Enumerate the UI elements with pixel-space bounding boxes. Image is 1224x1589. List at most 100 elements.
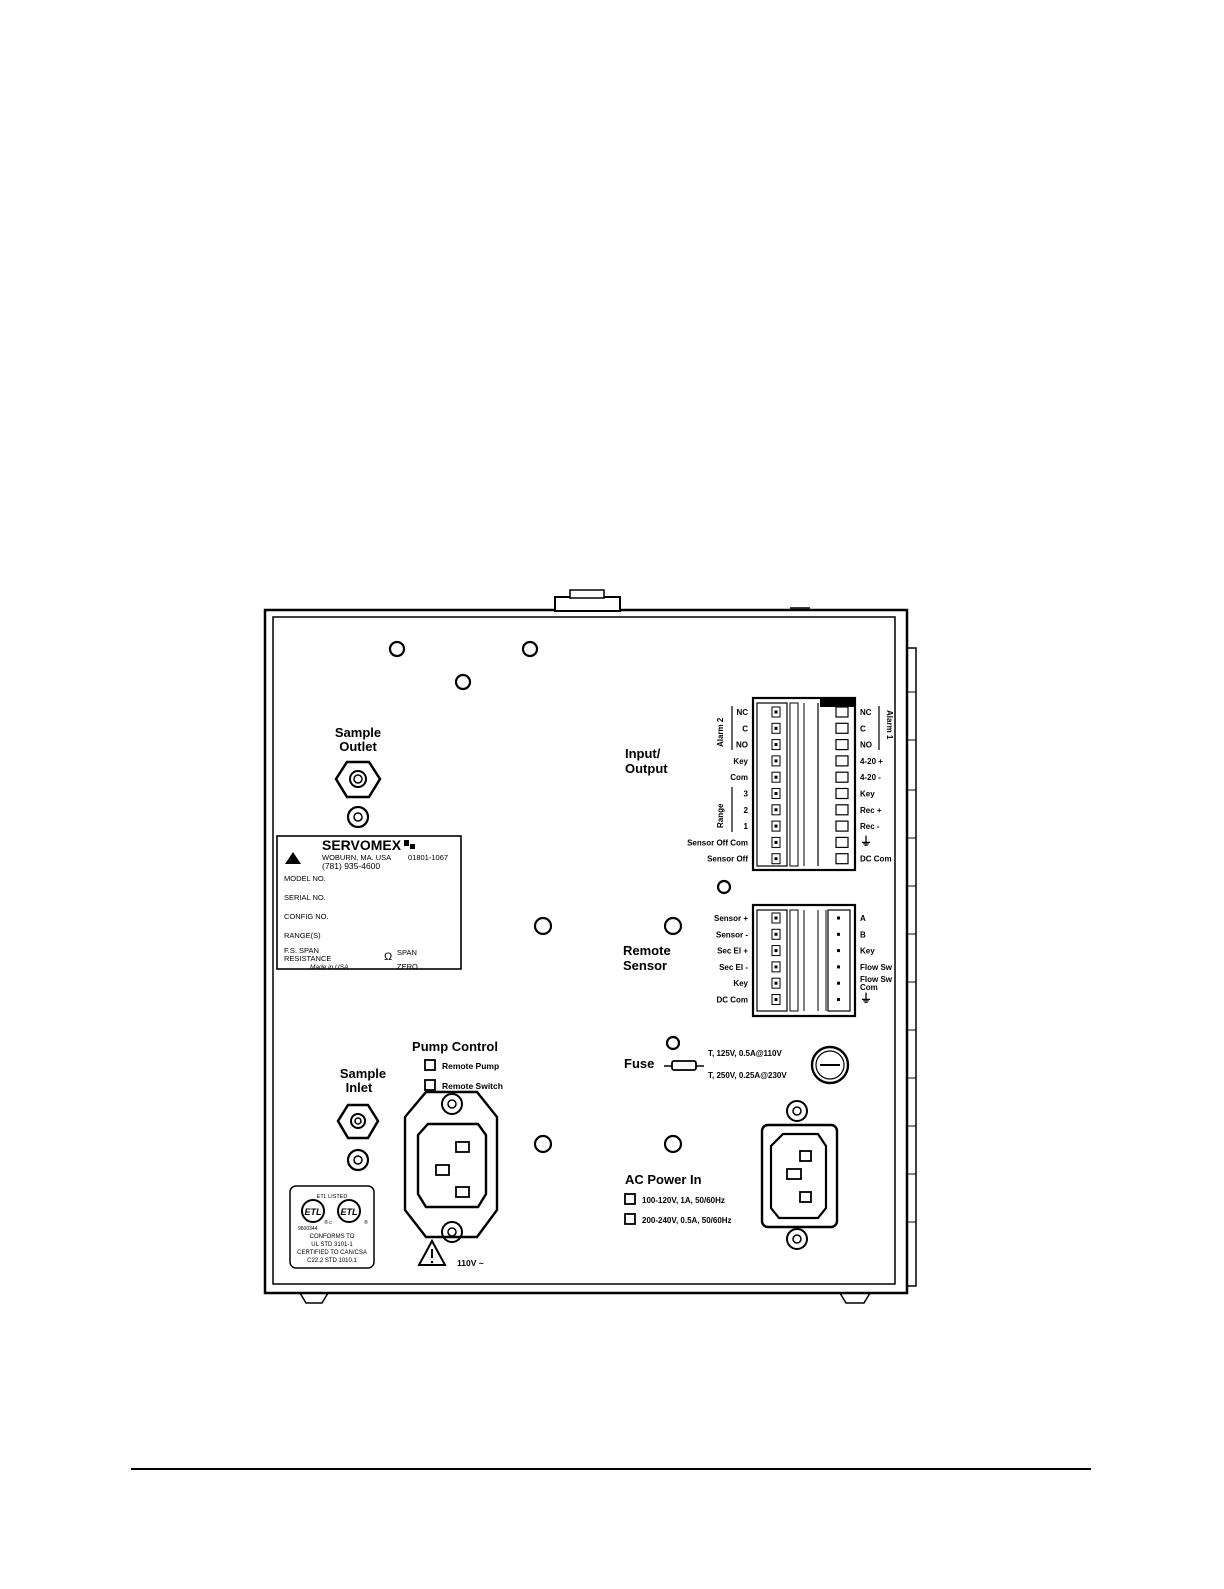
pump-control-label: Pump Control: [412, 1039, 498, 1054]
terminal-slot-icon: [835, 755, 849, 767]
terminal-label: 4-20 -: [860, 773, 881, 782]
alarm1-label: Alarm 1: [885, 710, 894, 740]
ground-icon: ⏚: [860, 834, 872, 848]
screw-hole-icon: [663, 916, 683, 936]
terminal-label: C: [742, 724, 748, 733]
fitting-port-icon: [349, 770, 367, 788]
screw-hole-icon: [665, 1035, 681, 1051]
ac-110-checkbox[interactable]: [624, 1193, 636, 1205]
svg-text:®: ®: [364, 1219, 368, 1226]
io-terminal-cells: [771, 706, 849, 865]
fs-span-label: F.S. SPAN: [284, 946, 319, 955]
etl-line: UL STD 3101-1: [311, 1242, 353, 1248]
terminal-screw-icon: [771, 722, 781, 734]
ac-power-label: AC Power In: [625, 1172, 702, 1187]
brand-name: SERVOMEX: [322, 837, 402, 853]
terminal-label: Rec +: [860, 806, 882, 815]
sample-outlet-label: Sample: [335, 725, 381, 740]
sensor-terminal-block[interactable]: [751, 903, 857, 1018]
terminal-pin-icon: [837, 949, 840, 953]
ac-power-inlet[interactable]: [760, 1100, 839, 1250]
screw-hole-icon: [533, 916, 553, 936]
mounting-holes: [388, 640, 732, 1154]
terminal-screw-icon: [771, 836, 781, 848]
fitting-port-icon: [350, 1113, 366, 1129]
screw-hole-icon: [663, 1134, 683, 1154]
ac-option-110: 100-120V, 1A, 50/60Hz: [642, 1196, 725, 1205]
fuse-rating-230: T, 250V, 0.25A@230V: [708, 1071, 787, 1080]
screw-hole-icon: [716, 879, 732, 895]
terminal-label: Sensor Off Com: [687, 838, 748, 847]
screw-hole-icon: [521, 640, 539, 658]
svg-text:ETL: ETL: [341, 1207, 358, 1217]
span-label: SPAN: [397, 948, 417, 957]
terminal-screw-icon: [771, 961, 781, 973]
terminal-screw-icon: [771, 820, 781, 832]
enclosure: [263, 589, 917, 1304]
ac-230-checkbox[interactable]: [624, 1213, 636, 1225]
terminal-label: Key: [733, 757, 748, 766]
terminal-label: Flow Sw: [860, 963, 893, 972]
remote-pump-checkbox[interactable]: [424, 1059, 436, 1071]
remote-sensor-label: Sensor: [623, 958, 667, 973]
etl-mark-icon: [337, 1199, 361, 1223]
terminal-label: C: [860, 724, 866, 733]
pump-power-outlet[interactable]: [403, 1090, 499, 1243]
terminal-slot-icon: [835, 853, 849, 865]
caution-icon: [417, 1238, 447, 1266]
fuse-rating-110: T, 125V, 0.5A@110V: [708, 1049, 782, 1058]
etl-mark-icon: [301, 1199, 325, 1223]
terminal-screw-icon: [771, 994, 781, 1005]
etl-certification-label: ETL LISTED ETL ETL ® c ® 9600344 CONFORM…: [289, 1185, 375, 1269]
terminal-label: NO: [736, 741, 748, 750]
terminal-slot-icon: [835, 820, 849, 832]
etl-line: CONFORMS TO: [310, 1234, 355, 1240]
sample-outlet-label: Outlet: [339, 739, 377, 754]
terminal-label: Sensor +: [714, 914, 748, 923]
nameplate-zip: 01801-1067: [408, 853, 448, 862]
svg-text:® c: ® c: [324, 1219, 332, 1226]
remote-pump-label: Remote Pump: [442, 1061, 499, 1071]
terminal-pin-icon: [837, 916, 840, 920]
fuse-section: Fuse T, 125V, 0.5A@110V T, 250V, 0.25A@2…: [624, 1045, 850, 1085]
terminal-screw-icon: [771, 977, 781, 989]
svg-text:ETL: ETL: [305, 1207, 322, 1217]
sample-outlet[interactable]: Sample Outlet: [334, 725, 382, 829]
terminal-screw-icon: [771, 755, 781, 767]
terminal-screw-icon: [771, 912, 781, 924]
terminal-screw-icon: [771, 804, 781, 816]
terminal-slot-icon: [835, 836, 849, 849]
etl-line: CERTIFIED TO CAN/CSA: [297, 1250, 367, 1256]
sample-inlet[interactable]: Sample Inlet: [336, 1066, 386, 1172]
terminal-screw-icon: [771, 853, 781, 865]
terminal-screw-icon: [771, 945, 781, 957]
remote-sensor-label: Remote: [623, 943, 671, 958]
terminal-slot-icon: [835, 722, 849, 734]
sample-inlet-label: Sample: [340, 1066, 386, 1081]
terminal-label: Key: [860, 947, 875, 956]
fuse-holder-icon[interactable]: [810, 1045, 850, 1085]
nut-icon: [346, 805, 370, 829]
remote-switch-checkbox[interactable]: [424, 1079, 436, 1091]
hex-fitting-icon[interactable]: [336, 1103, 380, 1140]
terminal-label: 1: [744, 822, 749, 831]
pump-control: Pump Control Remote Pump Remote Switch: [412, 1039, 503, 1091]
terminal-label: Sensor Off: [707, 855, 748, 864]
terminal-label: B: [860, 930, 866, 939]
io-terminal-block[interactable]: [751, 696, 857, 872]
hex-fitting-icon[interactable]: [334, 760, 382, 799]
terminal-pin-icon: [837, 932, 840, 936]
terminal-screw-icon: [771, 788, 781, 799]
terminal-slot-icon: [835, 804, 849, 816]
sensor-terminal-cells: [771, 912, 840, 1005]
range-label: Range: [716, 803, 725, 828]
ac-option-230: 200-240V, 0.5A, 50/60Hz: [642, 1216, 732, 1225]
terminal-label: 4-20 +: [860, 757, 883, 766]
iec-socket-icon: [416, 1122, 488, 1209]
ground-icon: ⏚: [860, 992, 872, 1006]
